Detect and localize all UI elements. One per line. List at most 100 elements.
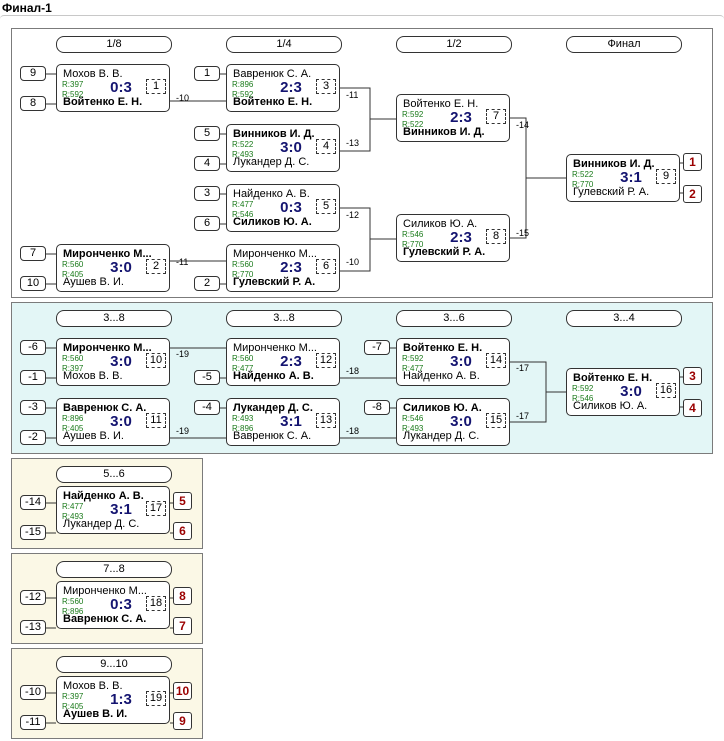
place-badge: 4: [683, 399, 702, 417]
player-1-name: Войтенко Е. Н.: [403, 342, 483, 354]
seed-box: -15: [20, 525, 46, 540]
player-2-rating: R:546: [232, 210, 254, 219]
player-2-rating: R:896: [232, 424, 254, 433]
player-1-name: Войтенко Е. Н.: [403, 98, 479, 110]
player-2-rating: R:592: [62, 90, 84, 99]
player-2-rating: R:493: [402, 424, 424, 433]
seed-box: 6: [194, 216, 220, 231]
seed-box: 3: [194, 186, 220, 201]
match-score: 2:3: [280, 259, 302, 276]
match-number: 6: [316, 259, 336, 274]
place-badge: 8: [173, 587, 192, 605]
seed-box: 7: [20, 246, 46, 261]
player-1-rating: R:560: [62, 354, 84, 363]
player-2-name: Мохов В. В.: [63, 370, 123, 382]
player-2-rating: R:546: [572, 394, 594, 403]
player-1-name: Мохов В. В.: [63, 68, 123, 80]
round-header[interactable]: 1/4: [226, 36, 342, 53]
player-1-rating: R:592: [402, 110, 424, 119]
round-header[interactable]: 1/2: [396, 36, 512, 53]
player-2-name: Вавренюк С. А.: [233, 430, 312, 442]
match-number: 17: [146, 501, 166, 516]
player-1-rating: R:522: [232, 140, 254, 149]
player-2-name: Аушев В. И.: [63, 276, 124, 288]
loser-destination-label: -10: [346, 257, 360, 267]
seed-box: -12: [20, 590, 46, 605]
player-1-name: Винников И. Д.: [573, 158, 655, 170]
seed-box: -10: [20, 685, 46, 700]
player-1-rating: R:896: [62, 414, 84, 423]
loser-destination-label: -19: [176, 349, 190, 359]
seed-box: 1: [194, 66, 220, 81]
place-badge: 3: [683, 367, 702, 385]
match-number: 19: [146, 691, 166, 706]
player-1-rating: R:477: [62, 502, 84, 511]
loser-destination-label: -17: [516, 363, 530, 373]
player-2-rating: R:770: [572, 180, 594, 189]
round-header[interactable]: 3...6: [396, 310, 512, 327]
player-2-name: Винников И. Д.: [403, 126, 485, 138]
match-score: 3:0: [110, 353, 132, 370]
player-1-name: Винников И. Д.: [233, 128, 315, 140]
bracket-connectors: [46, 347, 683, 439]
player-2-rating: R:522: [402, 120, 424, 129]
player-2-rating: R:493: [62, 512, 84, 521]
match-score: 3:1: [620, 169, 642, 186]
loser-destination-label: -18: [346, 426, 360, 436]
round-header[interactable]: 3...4: [566, 310, 682, 327]
player-2-rating: R:397: [62, 364, 84, 373]
seed-box: -14: [20, 495, 46, 510]
seed-box: 9: [20, 66, 46, 81]
match-number: 13: [316, 413, 336, 428]
seed-box: 10: [20, 276, 46, 291]
match-number: 3: [316, 79, 336, 94]
player-1-name: Вавренюк С. А.: [233, 68, 312, 80]
seed-box: -11: [20, 715, 46, 730]
round-header[interactable]: 3...8: [56, 310, 172, 327]
player-1-rating: R:493: [232, 414, 254, 423]
round-header[interactable]: 9...10: [56, 656, 172, 673]
seed-box: -4: [194, 400, 220, 415]
loser-destination-label: -10: [176, 93, 190, 103]
bracket-connectors: [46, 597, 173, 629]
player-2-name: Гулевский Р. А.: [233, 276, 316, 288]
round-header[interactable]: 3...8: [226, 310, 342, 327]
player-1-name: Найденко А. В.: [63, 490, 144, 502]
bracket-connectors: [46, 692, 173, 724]
player-2-rating: R:405: [62, 702, 84, 711]
player-1-rating: R:522: [572, 170, 594, 179]
player-1-name: Миронченко М...: [63, 585, 147, 597]
match-number: 7: [486, 109, 506, 124]
player-2-name: Лукандер Д. С.: [63, 518, 140, 530]
round-header[interactable]: 5...6: [56, 466, 172, 483]
round-header[interactable]: 1/8: [56, 36, 172, 53]
player-1-rating: R:546: [402, 230, 424, 239]
round-header[interactable]: 7...8: [56, 561, 172, 578]
place-badge: 10: [173, 682, 192, 700]
round-header[interactable]: Финал: [566, 36, 682, 53]
match-number: 16: [656, 383, 676, 398]
player-2-rating: R:770: [232, 270, 254, 279]
place-badge: 9: [173, 712, 192, 730]
player-2-name: Гулевский Р. А.: [573, 186, 650, 198]
